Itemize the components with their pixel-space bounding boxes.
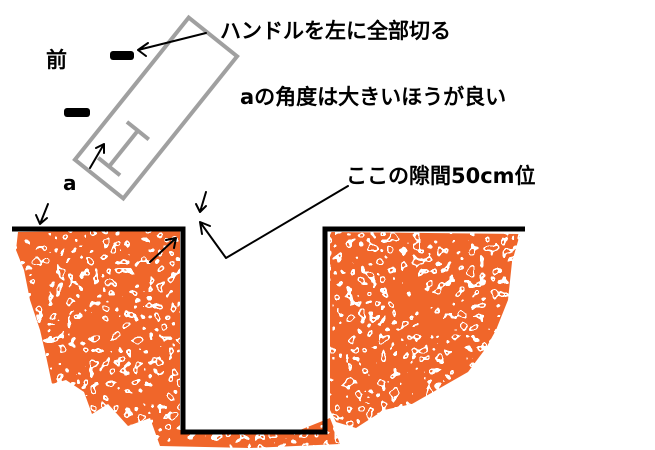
gap-arrow-corner — [149, 237, 177, 263]
car-body — [72, 14, 240, 202]
front-tire — [110, 51, 134, 60]
angle-arrow-road — [35, 203, 49, 225]
angle-a-label: a — [63, 171, 77, 195]
ground-left — [16, 230, 180, 432]
gap-note-label: ここの隙間50cm位 — [346, 164, 536, 188]
pointer-lines — [35, 32, 349, 263]
car — [72, 14, 240, 202]
gap-arrow-car — [195, 191, 207, 213]
angle-note-label: aの角度は大きいほうが良い — [240, 85, 506, 109]
car-axle-i — [107, 129, 140, 168]
car-axle-top — [125, 120, 151, 141]
front-label: 前 — [46, 48, 67, 72]
steering-pointer — [137, 32, 207, 57]
gap-pointer — [199, 185, 349, 259]
rear-tire — [64, 108, 90, 117]
angle-arrow-car — [89, 143, 105, 169]
steering-label: ハンドルを左に全部切る — [220, 19, 451, 43]
car-axle-bottom — [96, 156, 122, 177]
ground-right — [330, 232, 520, 428]
pit-outline — [12, 226, 525, 435]
